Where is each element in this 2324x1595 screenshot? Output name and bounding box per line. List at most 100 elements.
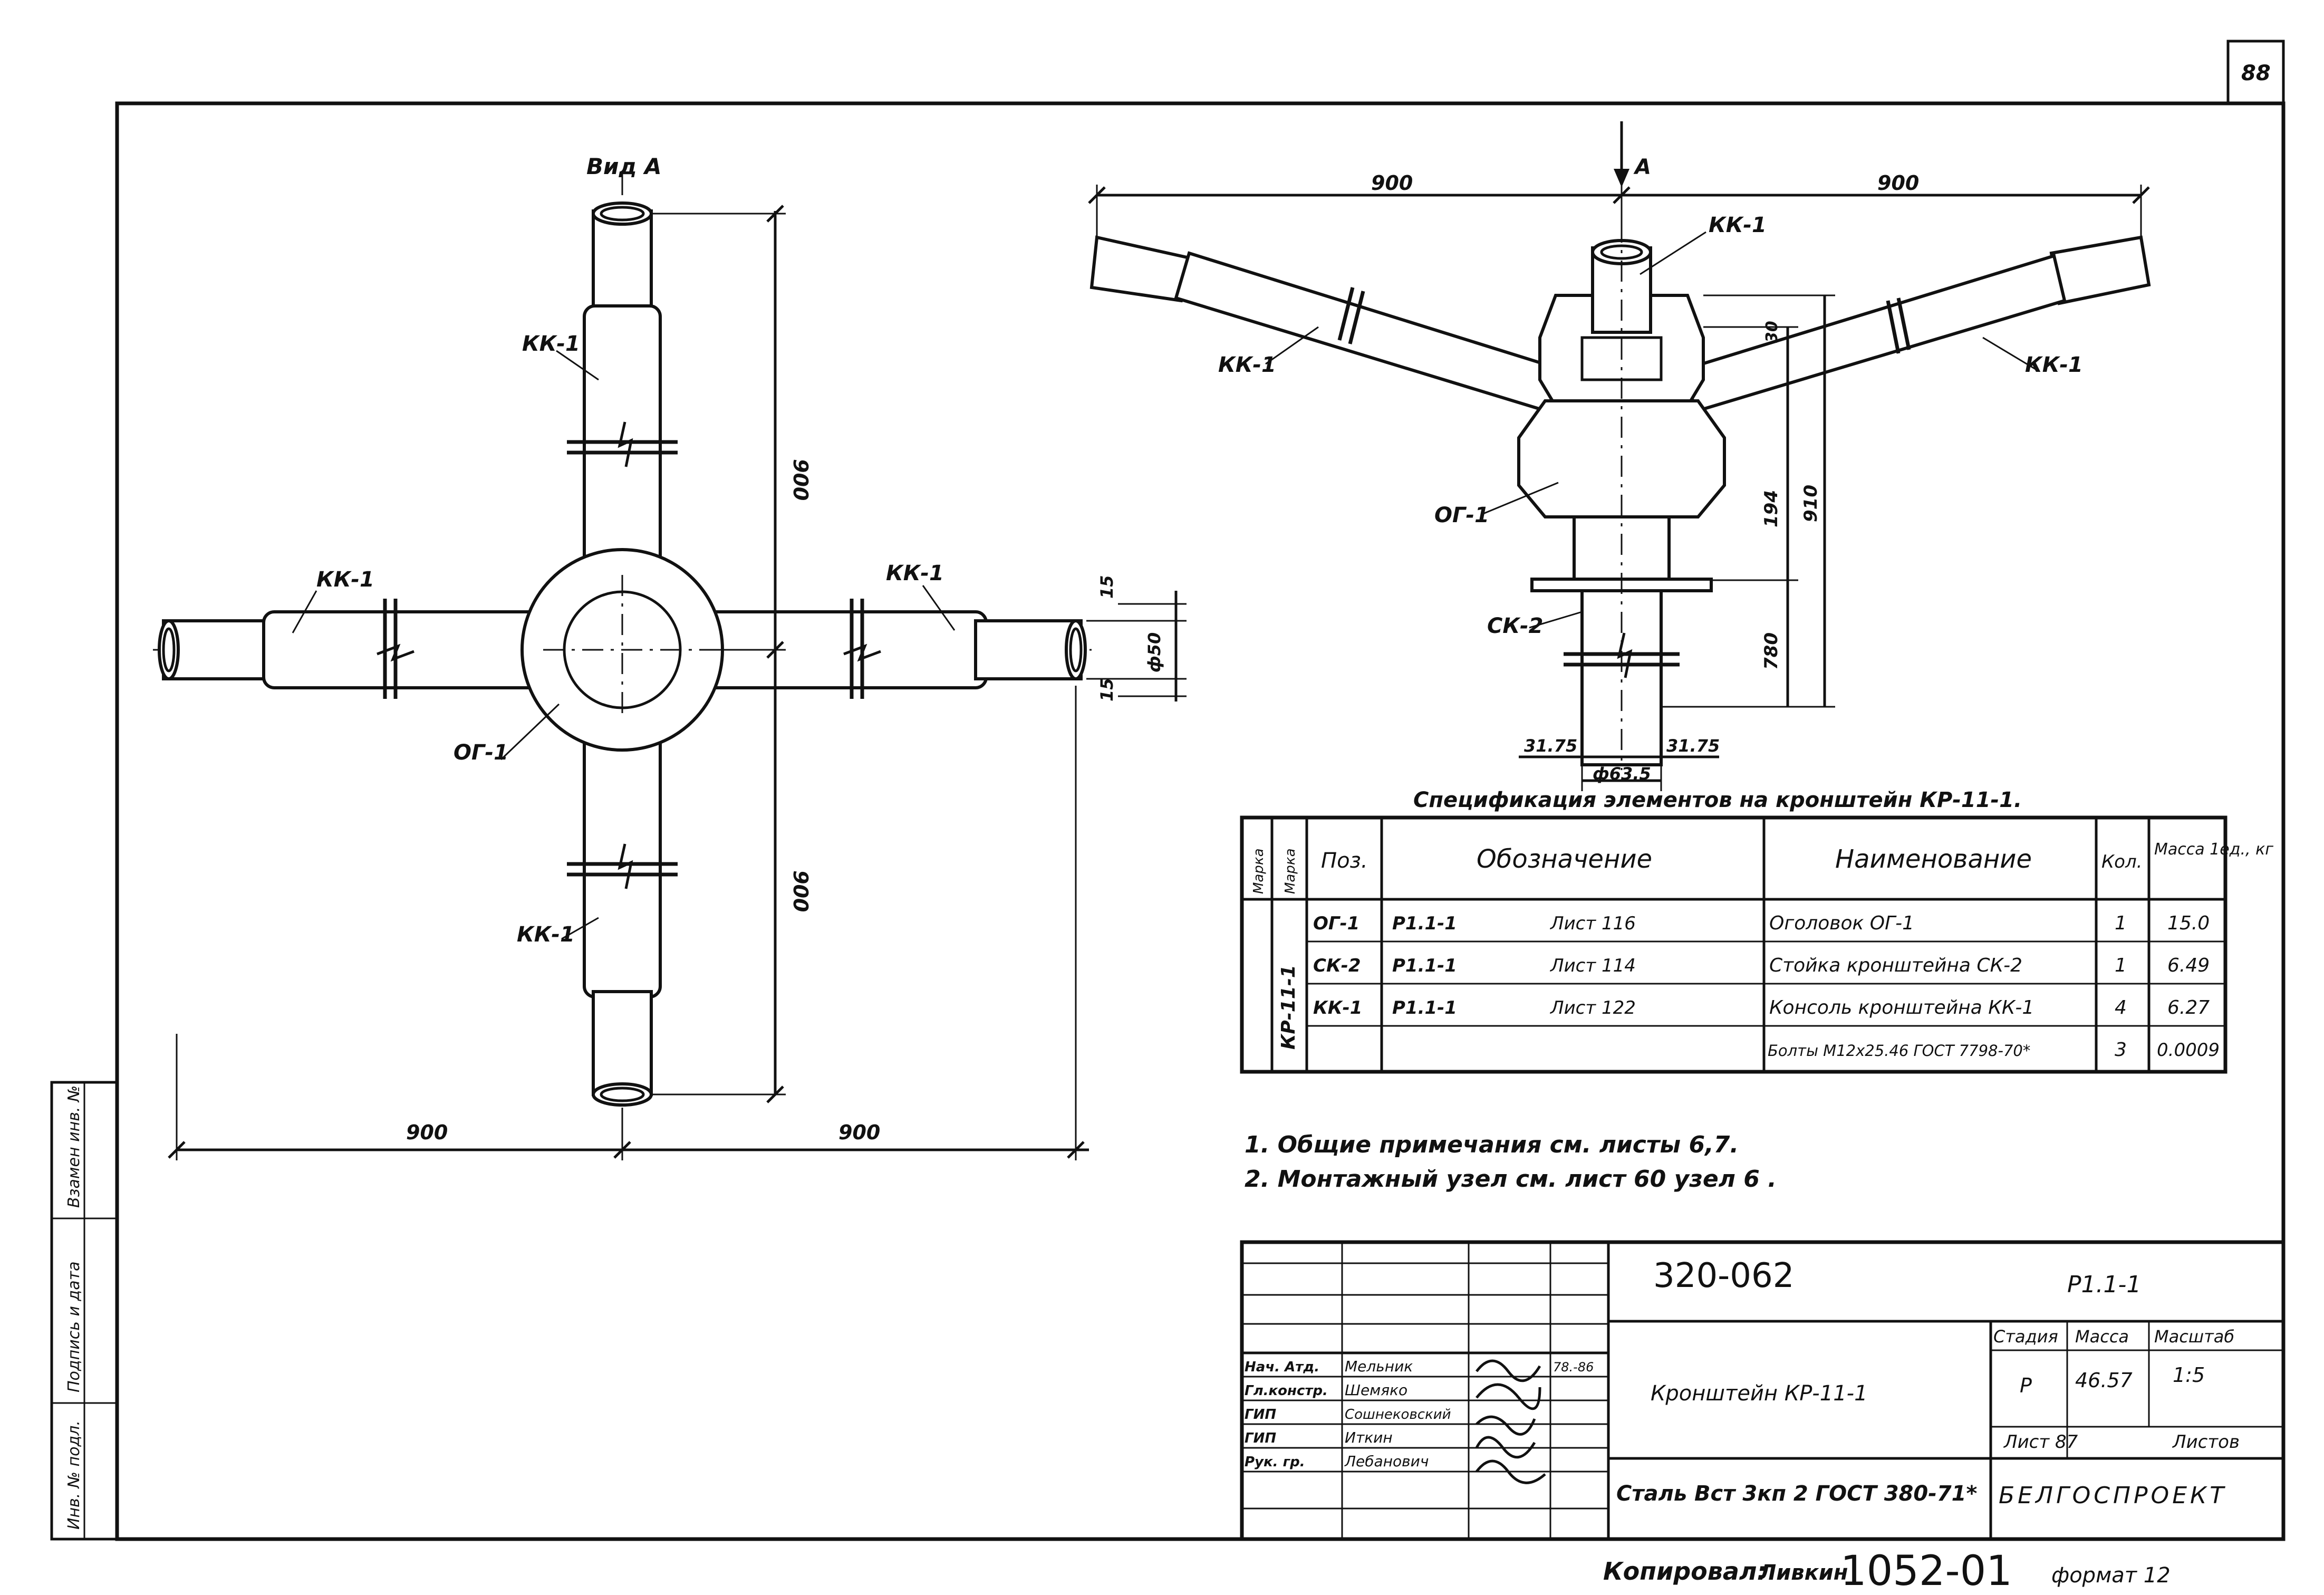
svg-text:78.-86: 78.-86 — [1553, 1360, 1594, 1375]
svg-text:Болты М12х25.46 ГОСТ 7798-70*: Болты М12х25.46 ГОСТ 7798-70* — [1768, 1042, 2030, 1060]
dim-3175a: 31.75 — [1524, 736, 1577, 756]
label-og: ОГ-1 — [454, 741, 508, 765]
svg-text:1: 1 — [2115, 955, 2127, 976]
dim-15a: 15 — [1097, 575, 1117, 599]
spec-title: Спецификация элементов на кронштейн КР-1… — [1413, 788, 2022, 812]
archive-number: 1052-01 — [1840, 1548, 2012, 1595]
spec-row: Болты М12х25.46 ГОСТ 7798-70* 3 0.0009 — [1768, 1039, 2220, 1061]
stamp-series: Р1.1-1 — [2067, 1271, 2141, 1298]
spec-h-mark: Марка — [1282, 848, 1298, 894]
spec-h-pos: Поз. — [1321, 849, 1368, 873]
svg-text:0.0009: 0.0009 — [2157, 1040, 2220, 1061]
front-label-og: ОГ-1 — [1434, 503, 1489, 527]
front-label-kk-left: КК-1 — [1218, 353, 1276, 377]
dim-3175b: 31.75 — [1666, 736, 1720, 756]
svg-text:Лист 122: Лист 122 — [1549, 997, 1636, 1019]
label-kk-top: КК-1 — [522, 332, 580, 356]
spec-group: КР-11-1 — [1278, 965, 1299, 1050]
svg-text:Масштаб: Масштаб — [2154, 1327, 2234, 1347]
side-stamp: Взамен инв. № Подпись и дата Инв. № подл… — [50, 1081, 119, 1541]
svg-text:6.49: 6.49 — [2167, 955, 2210, 976]
front-label-sk: СК-2 — [1487, 614, 1543, 638]
arm-left — [158, 599, 545, 699]
svg-text:Гл.констр.: Гл.констр. — [1245, 1383, 1328, 1399]
svg-text:15.0: 15.0 — [2167, 912, 2210, 934]
front-label-kk-top: КК-1 — [1709, 213, 1767, 237]
svg-text:Стойка кронштейна СК-2: Стойка кронштейна СК-2 — [1769, 955, 2022, 976]
arrow-a-label: А — [1633, 155, 1651, 179]
svg-text:Р1.1-1: Р1.1-1 — [1392, 955, 1457, 976]
side-stamp-cell: Инв. № подл. — [65, 1420, 83, 1530]
stamp-sheets: Листов — [2172, 1431, 2240, 1453]
dim-right-900: 900 — [838, 1121, 880, 1144]
stamp-sheet: Лист 87 — [2003, 1431, 2078, 1453]
svg-text:СК-2: СК-2 — [1313, 955, 1361, 976]
title-block: Нач. Атд. Мельник 78.-86 Гл.констр. Шемя… — [1240, 1240, 2286, 1541]
dim-top-900: 900 — [789, 459, 812, 501]
svg-text:ОГ-1: ОГ-1 — [1313, 913, 1359, 934]
spec-h-designation: Обозначение — [1477, 844, 1652, 874]
front-view: А 900 900 — [1088, 121, 2151, 791]
stamp-stage: Р — [2020, 1374, 2032, 1397]
copied-by: Копировал: — [1603, 1557, 1767, 1586]
signatures — [1475, 1359, 1546, 1484]
dim-15b: 15 — [1097, 678, 1117, 702]
dim-d635: ф63.5 — [1593, 764, 1651, 784]
note-2: 2. Монтажный узел см. лист 60 узел 6 . — [1245, 1166, 1777, 1193]
svg-text:Шемяко: Шемяко — [1345, 1381, 1407, 1399]
svg-text:Р1.1-1: Р1.1-1 — [1392, 997, 1457, 1019]
front-arm-left — [1089, 235, 1563, 414]
svg-text:4: 4 — [2115, 997, 2127, 1019]
front-arm-right — [1683, 235, 2151, 414]
svg-text:Масса: Масса — [2075, 1327, 2129, 1347]
stamp-org: БЕЛГОСПРОЕКТ — [1999, 1482, 2227, 1509]
svg-text:Оголовок ОГ-1: Оголовок ОГ-1 — [1769, 912, 1914, 934]
svg-text:ГИП: ГИП — [1245, 1430, 1276, 1446]
arm-bottom — [567, 726, 678, 1107]
side-stamp-cell: Подпись и дата — [65, 1262, 83, 1393]
stamp-title: Кронштейн КР-11-1 — [1651, 1381, 1868, 1406]
copy-signature: Ливкин — [1758, 1561, 1848, 1585]
dim-910: 910 — [1800, 485, 1821, 522]
svg-text:Лебанович: Лебанович — [1344, 1453, 1429, 1470]
svg-text:6.27: 6.27 — [2167, 997, 2210, 1019]
page-number-box — [2226, 40, 2285, 105]
dim-d50: ф50 — [1144, 632, 1164, 672]
svg-text:Сошнековский: Сошнековский — [1345, 1407, 1451, 1423]
svg-text:КК-1: КК-1 — [1313, 997, 1362, 1019]
spec-h-mass: Масса 1ед., кг — [2154, 840, 2273, 859]
svg-text:Лист 114: Лист 114 — [1549, 955, 1636, 976]
dim-bottom-900: 900 — [789, 870, 812, 912]
svg-text:Нач. Атд.: Нач. Атд. — [1245, 1359, 1319, 1375]
format-label: формат 12 — [2051, 1563, 2171, 1588]
svg-text:Мельник: Мельник — [1345, 1358, 1413, 1375]
front-label-kk-right: КК-1 — [2025, 353, 2083, 377]
spec-row: СК-2 Р1.1-1 Лист 114 Стойка кронштейна С… — [1313, 955, 2210, 976]
view-a-title: Вид А — [586, 153, 662, 179]
svg-text:1: 1 — [2115, 912, 2127, 934]
svg-text:Иткин: Иткин — [1345, 1429, 1393, 1446]
page-number: 88 — [2241, 61, 2271, 85]
svg-text:Лист 116: Лист 116 — [1549, 913, 1636, 934]
dim-left-900: 900 — [406, 1121, 448, 1144]
svg-text:ГИП: ГИП — [1245, 1407, 1276, 1423]
spec-table: Спецификация элементов на кронштейн КР-1… — [1240, 788, 2273, 1074]
view-a-plan: Вид А — [153, 153, 1187, 1160]
spec-h-qty: Кол. — [2101, 851, 2142, 872]
label-kk-left: КК-1 — [316, 568, 374, 592]
spec-row: ОГ-1 Р1.1-1 Лист 116 Оголовок ОГ-1 1 15.… — [1313, 912, 2210, 934]
side-stamp-cell: Взамен инв. № — [65, 1085, 83, 1208]
label-kk-bottom: КК-1 — [517, 923, 575, 947]
spec-row: КК-1 Р1.1-1 Лист 122 Консоль кронштейна … — [1313, 997, 2210, 1019]
dim-front-right-900: 900 — [1877, 171, 1919, 195]
dim-30: 30 — [1763, 321, 1781, 343]
svg-text:3: 3 — [2115, 1039, 2127, 1061]
svg-text:Стадия: Стадия — [1993, 1327, 2058, 1347]
svg-text:Рук. гр.: Рук. гр. — [1245, 1454, 1305, 1470]
stamp-material: Сталь Вст 3кп 2 ГОСТ 380-71* — [1616, 1482, 1977, 1506]
svg-text:Консоль кронштейна КК-1: Консоль кронштейна КК-1 — [1769, 997, 2034, 1019]
dim-front-left-900: 900 — [1371, 171, 1413, 195]
stamp-mass: 46.57 — [2075, 1369, 2133, 1392]
svg-text:Р1.1-1: Р1.1-1 — [1392, 913, 1457, 934]
